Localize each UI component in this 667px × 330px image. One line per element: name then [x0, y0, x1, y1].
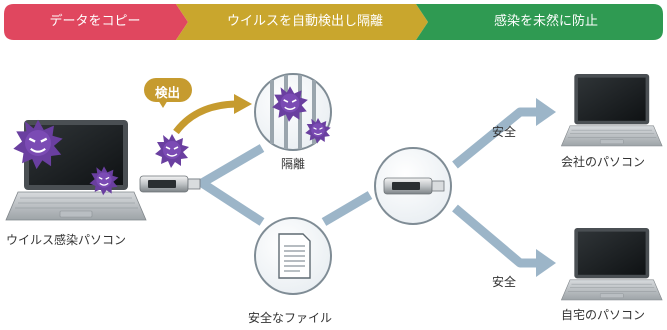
arrow-home — [536, 249, 556, 277]
detect-badge-label: 検出 — [155, 85, 181, 100]
flow-to-file — [199, 179, 265, 226]
home-pc-label: 自宅のパソコン — [561, 308, 646, 322]
step-3-label: 感染を未然に防止 — [493, 14, 598, 29]
safe-top-label: 安全 — [492, 125, 517, 139]
flow-lines — [164, 107, 538, 268]
usb-stick-source — [139, 175, 201, 193]
company-pc-label: 会社のパソコン — [561, 155, 646, 169]
hub-bubble — [374, 147, 452, 225]
step-2-bg — [176, 4, 428, 40]
safe-file-label: 安全なファイル — [248, 311, 333, 325]
detect-arrow — [173, 100, 237, 135]
arrow-company — [536, 98, 556, 126]
infected-pc-label: ウイルス感染パソコン — [6, 233, 127, 247]
step-2-label: ウイルスを自動検出し隔離 — [226, 14, 383, 29]
step-1-label: データをコピー — [49, 14, 141, 29]
detect-badge-bg — [144, 78, 192, 102]
step-1-bg — [4, 4, 188, 40]
quarantine-label: 隔離 — [281, 157, 306, 171]
step-ribbon — [4, 4, 663, 40]
document-icon — [278, 233, 311, 279]
step-3-bg — [416, 4, 663, 40]
quarantine-bubble — [254, 73, 332, 151]
flow-hub-to-home — [452, 204, 538, 268]
safe-file-bubble — [254, 217, 332, 295]
flow-file-to-hub — [321, 191, 373, 226]
company-laptop — [561, 73, 663, 147]
flow-hub-to-company — [452, 107, 538, 169]
detect-arrowhead — [234, 94, 252, 114]
flow-to-quarantine — [199, 144, 265, 187]
safe-bottom-label: 安全 — [492, 275, 517, 289]
home-laptop — [561, 227, 663, 301]
virus-detected-icon — [154, 133, 190, 169]
